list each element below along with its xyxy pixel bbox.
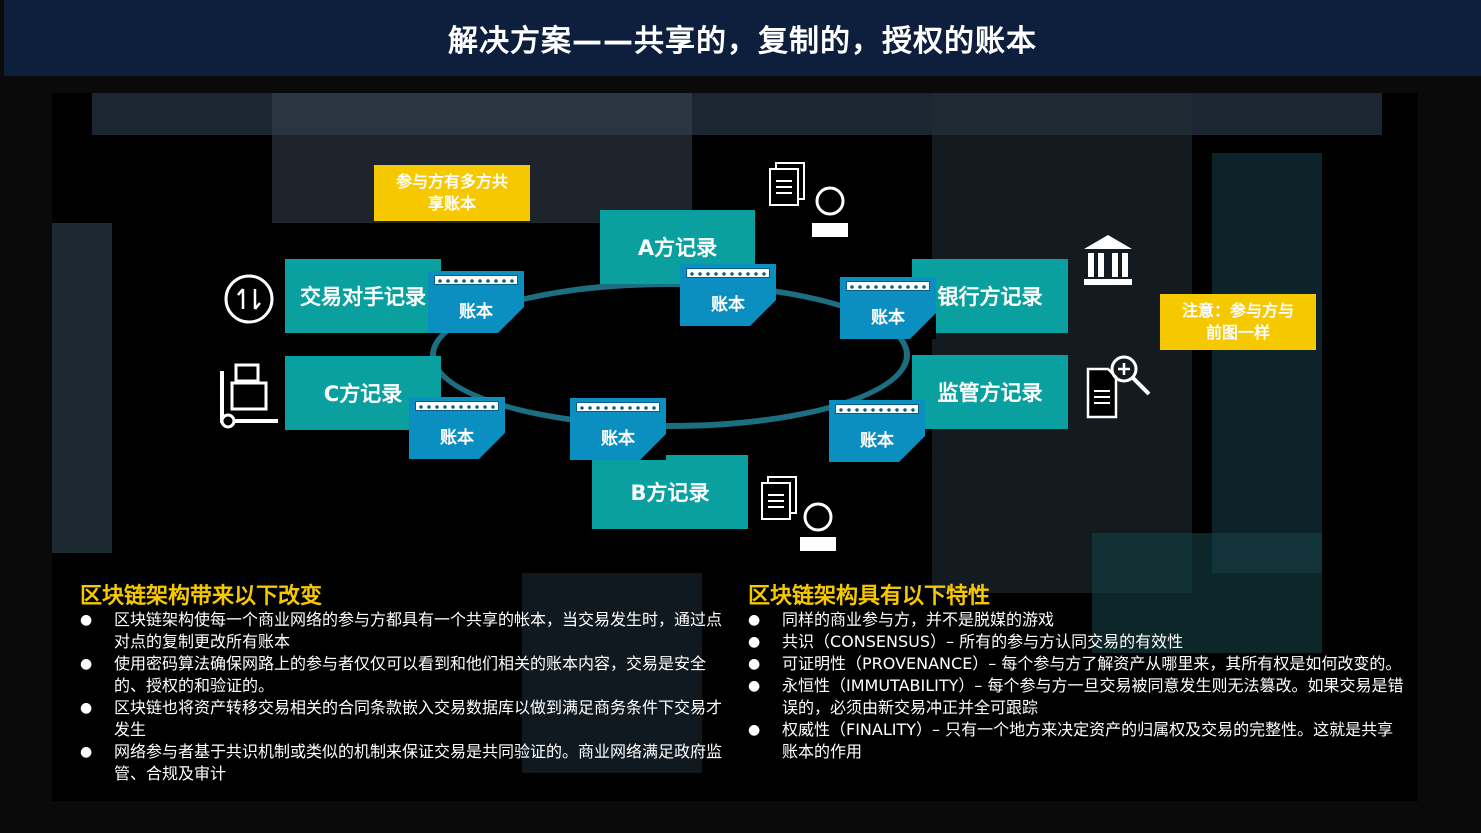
record-counterparty-label: 交易对手记录 (300, 285, 426, 309)
ledger-label: 账本 (459, 302, 493, 322)
ledger-bank: 账本 (840, 277, 936, 339)
left-heading: 区块链架构带来以下改变 (80, 584, 323, 609)
same-parties-note-text: 注意：参与方与前图一样 (1181, 301, 1294, 342)
list-item: 永恒性（IMMUTABILITY）– 每个参与方一旦交易被同意发生则无法篡改。如… (748, 675, 1404, 719)
right-heading: 区块链架构具有以下特性 (748, 584, 991, 609)
list-item: 区块链架构使每一个商业网络的参与方都具有一个共享的帐本，当交易发生时，通过点对点… (80, 609, 728, 653)
list-item: 区块链也将资产转移交易相关的合同条款嵌入交易数据库以做到满足商务条件下交易才发生 (80, 697, 728, 741)
list-item: 使用密码算法确保网路上的参与者仅仅可以看到和他们相关的账本内容，交易是安全的、授… (80, 653, 728, 697)
ledger-b: 账本 (570, 398, 666, 460)
record-b-label: B方记录 (630, 481, 710, 505)
ledger-label: 账本 (860, 431, 894, 451)
record-regulator: 监管方记录 (912, 355, 1068, 429)
list-item: 共识（CONSENSUS）– 所有的参与方认同交易的有效性 (748, 631, 1404, 653)
left-bullet-list: 区块链架构使每一个商业网络的参与方都具有一个共享的帐本，当交易发生时，通过点对点… (80, 609, 728, 785)
slide-stage: 参与方有多方共享账本 注意：参与方与前图一样 A方记录 银行方记录 监管方记录 … (52, 93, 1418, 801)
ledger-label: 账本 (871, 308, 905, 328)
same-parties-note: 注意：参与方与前图一样 (1160, 294, 1316, 350)
user-with-documents-icon-b (761, 476, 836, 551)
shared-ledger-note-text: 参与方有多方共享账本 (395, 172, 508, 213)
ledger-label: 账本 (711, 295, 745, 315)
right-bullet-list: 同样的商业参与方，并不是脱媒的游戏 共识（CONSENSUS）– 所有的参与方认… (748, 609, 1404, 763)
network-ring (430, 281, 910, 429)
bg-shape (1212, 153, 1322, 573)
record-bank: 银行方记录 (912, 259, 1068, 333)
list-item: 网络参与者基于共识机制或类似的机制来保证交易是共同验证的。商业网络满足政府监管、… (80, 741, 728, 785)
record-counterparty: 交易对手记录 (285, 259, 441, 333)
record-regulator-label: 监管方记录 (937, 381, 1043, 405)
shared-ledger-note: 参与方有多方共享账本 (374, 165, 530, 221)
audit-document-icon (1086, 355, 1151, 419)
record-b: B方记录 (592, 455, 748, 529)
bg-shape (932, 93, 1192, 593)
list-item: 权威性（FINALITY）– 只有一个地方来决定资产的归属权及交易的完整性。这就… (748, 719, 1404, 763)
bg-shape (52, 223, 112, 553)
ledger-c: 账本 (409, 397, 505, 459)
record-bank-label: 银行方记录 (937, 285, 1043, 309)
slide-title: 解决方案——共享的，复制的，授权的账本 (448, 24, 1037, 59)
ledger-label: 账本 (601, 429, 635, 449)
exchange-icon (224, 274, 274, 324)
ledger-counterparty: 账本 (428, 271, 524, 333)
list-item: 可证明性（PROVENANCE）– 每个参与方了解资产从哪里来，其所有权是如何改… (748, 653, 1404, 675)
hand-truck-icon (220, 363, 278, 429)
ledger-a: 账本 (680, 264, 776, 326)
user-with-documents-icon (769, 162, 848, 237)
ledger-label: 账本 (440, 428, 474, 448)
list-item: 同样的商业参与方，并不是脱媒的游戏 (748, 609, 1404, 631)
title-bar: 解决方案——共享的，复制的，授权的账本 (4, 0, 1481, 76)
record-c-label: C方记录 (323, 382, 403, 406)
ledger-regulator: 账本 (829, 400, 925, 462)
bank-icon (1084, 235, 1132, 285)
record-a-label: A方记录 (637, 236, 718, 260)
